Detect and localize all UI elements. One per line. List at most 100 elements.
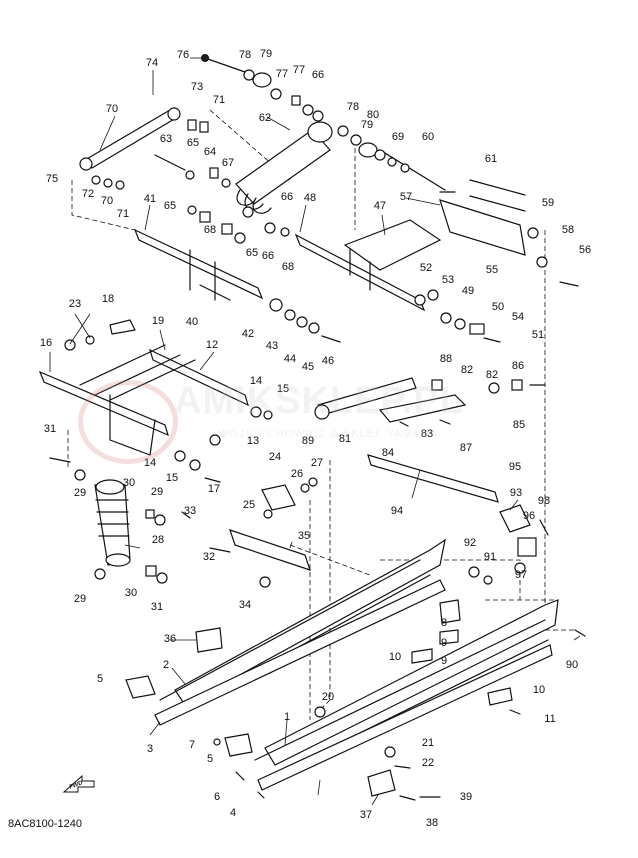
callout-95: 95 (509, 461, 521, 473)
callout-83: 83 (421, 428, 433, 440)
callout-6: 6 (214, 791, 220, 803)
callout-31: 31 (151, 601, 163, 613)
callout-73: 73 (191, 81, 203, 93)
callout-35: 35 (298, 530, 310, 542)
callout-65: 65 (187, 137, 199, 149)
callout-89: 89 (302, 435, 314, 447)
upper-arm-assembly (79, 54, 526, 312)
callout-61: 61 (485, 153, 497, 165)
callout-58: 58 (562, 224, 574, 236)
callout-79: 79 (260, 48, 272, 60)
callout-66: 66 (262, 250, 274, 262)
callout-8: 8 (441, 617, 447, 629)
callout-42: 42 (242, 328, 254, 340)
callout-1: 1 (284, 711, 290, 723)
callout-50: 50 (492, 301, 504, 313)
callout-30: 30 (123, 477, 135, 489)
callout-78: 78 (239, 49, 251, 61)
watermark-subtitle: WOJCIECHOWICZ & SKLEP YAMAHA (218, 428, 439, 440)
callout-44: 44 (284, 353, 296, 365)
callout-77: 77 (276, 68, 288, 80)
callout-40: 40 (186, 316, 198, 328)
callout-26: 26 (291, 468, 303, 480)
callout-72: 72 (82, 188, 94, 200)
callout-4: 4 (230, 807, 236, 819)
callout-91: 91 (484, 551, 496, 563)
callout-77: 77 (293, 64, 305, 76)
callout-82: 82 (461, 364, 473, 376)
callout-23: 23 (69, 298, 81, 310)
callout-59: 59 (542, 197, 554, 209)
callout-39: 39 (460, 791, 472, 803)
callout-68: 68 (282, 261, 294, 273)
callout-64: 64 (204, 146, 216, 158)
callout-96: 96 (523, 510, 535, 522)
callout-76: 76 (177, 49, 189, 61)
callout-13: 13 (247, 435, 259, 447)
callout-62: 62 (259, 112, 271, 124)
callout-27: 27 (311, 457, 323, 469)
callout-12: 12 (206, 339, 218, 351)
callout-7: 7 (189, 739, 195, 751)
callout-20: 20 (322, 691, 334, 703)
callout-75: 75 (46, 173, 58, 185)
dealer-watermark: AMIKSKLEP.PL WOJCIECHOWICZ & SKLEP YAMAH… (78, 380, 558, 464)
callout-2: 2 (163, 659, 169, 671)
callout-16: 16 (40, 337, 52, 349)
callout-71: 71 (117, 208, 129, 220)
callout-94: 94 (391, 505, 403, 517)
callout-46: 46 (322, 355, 334, 367)
callout-29: 29 (74, 593, 86, 605)
callout-81: 81 (339, 433, 351, 445)
callout-9: 9 (441, 655, 447, 667)
callout-74: 74 (146, 57, 158, 69)
callout-67: 67 (222, 157, 234, 169)
callout-14: 14 (250, 375, 262, 387)
callout-87: 87 (460, 442, 472, 454)
callout-28: 28 (152, 534, 164, 546)
callout-90: 90 (566, 659, 578, 671)
callout-54: 54 (512, 311, 524, 323)
callout-88: 88 (440, 353, 452, 365)
callout-70: 70 (106, 103, 118, 115)
callout-65: 65 (164, 200, 176, 212)
callout-numbers: 1234556789910101112131414151516171819202… (40, 48, 591, 829)
callout-11: 11 (544, 713, 555, 725)
callout-68: 68 (204, 224, 216, 236)
callout-48: 48 (304, 192, 316, 204)
callout-79: 79 (361, 119, 373, 131)
rear-shock-assembly (49, 457, 191, 584)
callout-29: 29 (74, 487, 86, 499)
callout-69: 69 (392, 131, 404, 143)
callout-17: 17 (208, 483, 220, 495)
callout-15: 15 (166, 472, 178, 484)
callout-53: 53 (442, 274, 454, 286)
callout-25: 25 (243, 499, 255, 511)
callout-41: 41 (144, 193, 156, 205)
watermark-logo (78, 380, 178, 464)
callout-30: 30 (125, 587, 137, 599)
callout-24: 24 (269, 451, 281, 463)
callout-5: 5 (207, 753, 213, 765)
callout-45: 45 (302, 361, 314, 373)
callout-37: 37 (360, 809, 372, 821)
callout-9: 9 (441, 637, 447, 649)
callout-85: 85 (513, 419, 525, 431)
callout-86: 86 (512, 360, 524, 372)
middle-linkage (209, 377, 549, 588)
callout-49: 49 (462, 285, 474, 297)
callout-leaders (49, 57, 581, 806)
callout-43: 43 (266, 340, 278, 352)
callout-47: 47 (374, 200, 386, 212)
callout-55: 55 (486, 264, 498, 276)
callout-63: 63 (160, 133, 172, 145)
callout-3: 3 (147, 743, 153, 755)
callout-32: 32 (203, 551, 215, 563)
callout-65: 65 (246, 247, 258, 259)
callout-51: 51 (532, 329, 544, 341)
callout-66: 66 (312, 69, 324, 81)
slide-rail-assembly (125, 538, 586, 801)
callout-60: 60 (422, 131, 434, 143)
callout-36: 36 (164, 633, 176, 645)
